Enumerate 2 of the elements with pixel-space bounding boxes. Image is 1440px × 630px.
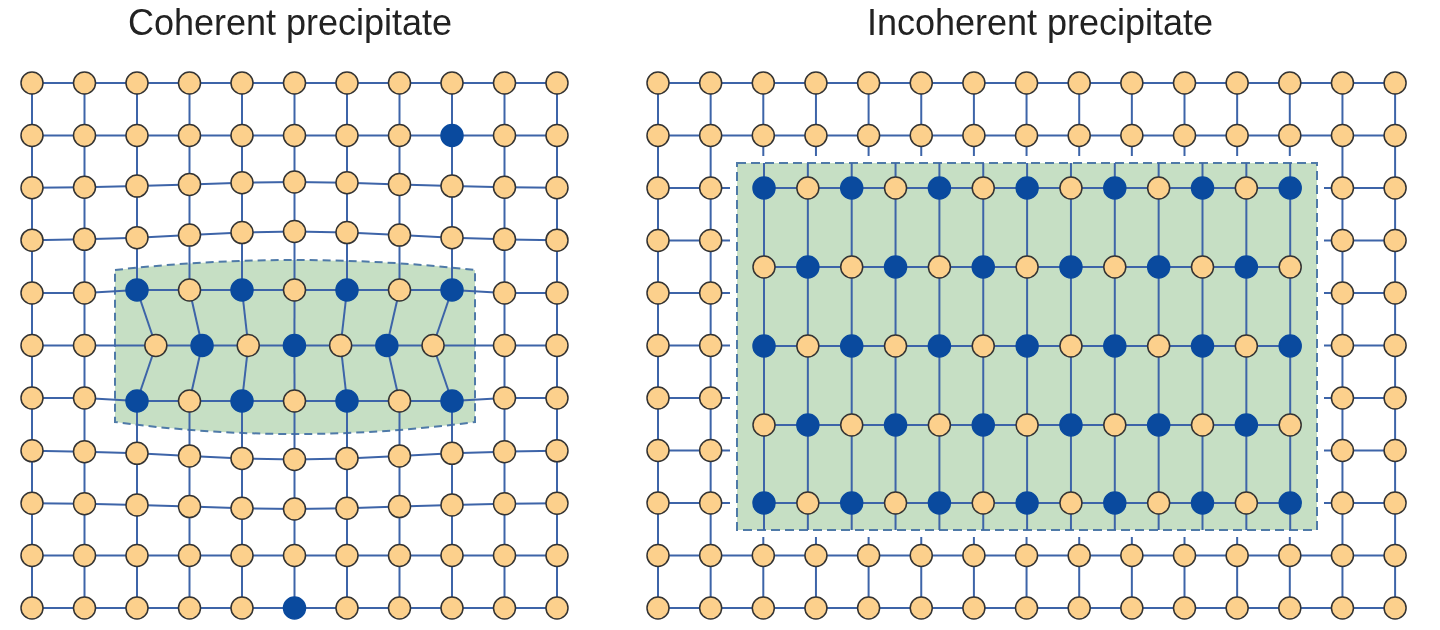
panel-heading: Coherent precipitate [127, 2, 453, 44]
panel-heading: Incoherent precipitate [866, 2, 1214, 44]
